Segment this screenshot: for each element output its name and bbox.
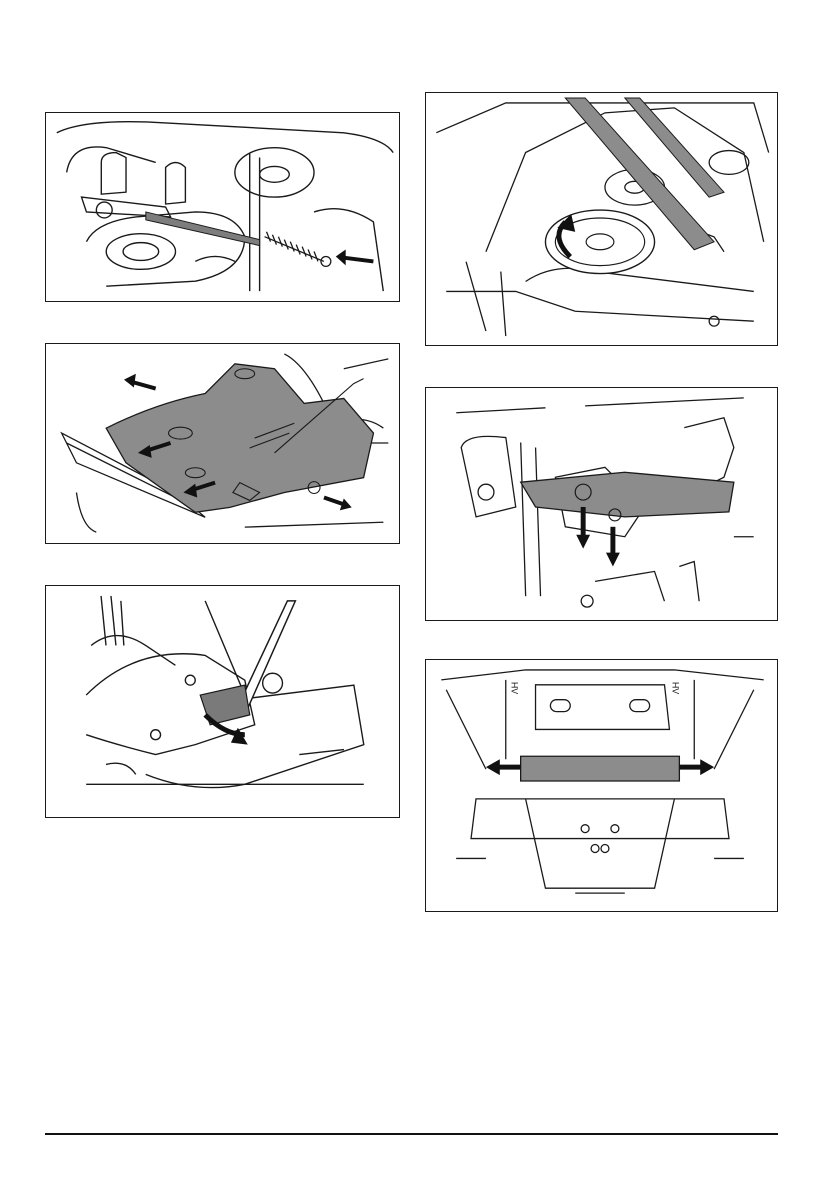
figure-2-illustration [46,344,399,543]
figure-4-illustration [426,93,777,345]
figure-3-illustration [46,586,399,817]
deck-front-release-figure: HV HV [425,659,778,912]
deck-bracket-bolts-figure [425,387,778,621]
footer-rule [45,1133,778,1135]
hv-label-right: HV [670,682,680,694]
bracket-pry-figure [45,585,400,818]
pulley-belt-rotation-figure [425,92,778,346]
figure-5-illustration [426,388,777,620]
idler-spring-removal-figure [45,112,400,302]
figure-1-illustration [46,113,399,301]
belt-cover-removal-figure [45,343,400,544]
figure-6-illustration: HV HV [426,660,777,911]
hv-label-left: HV [510,682,520,694]
